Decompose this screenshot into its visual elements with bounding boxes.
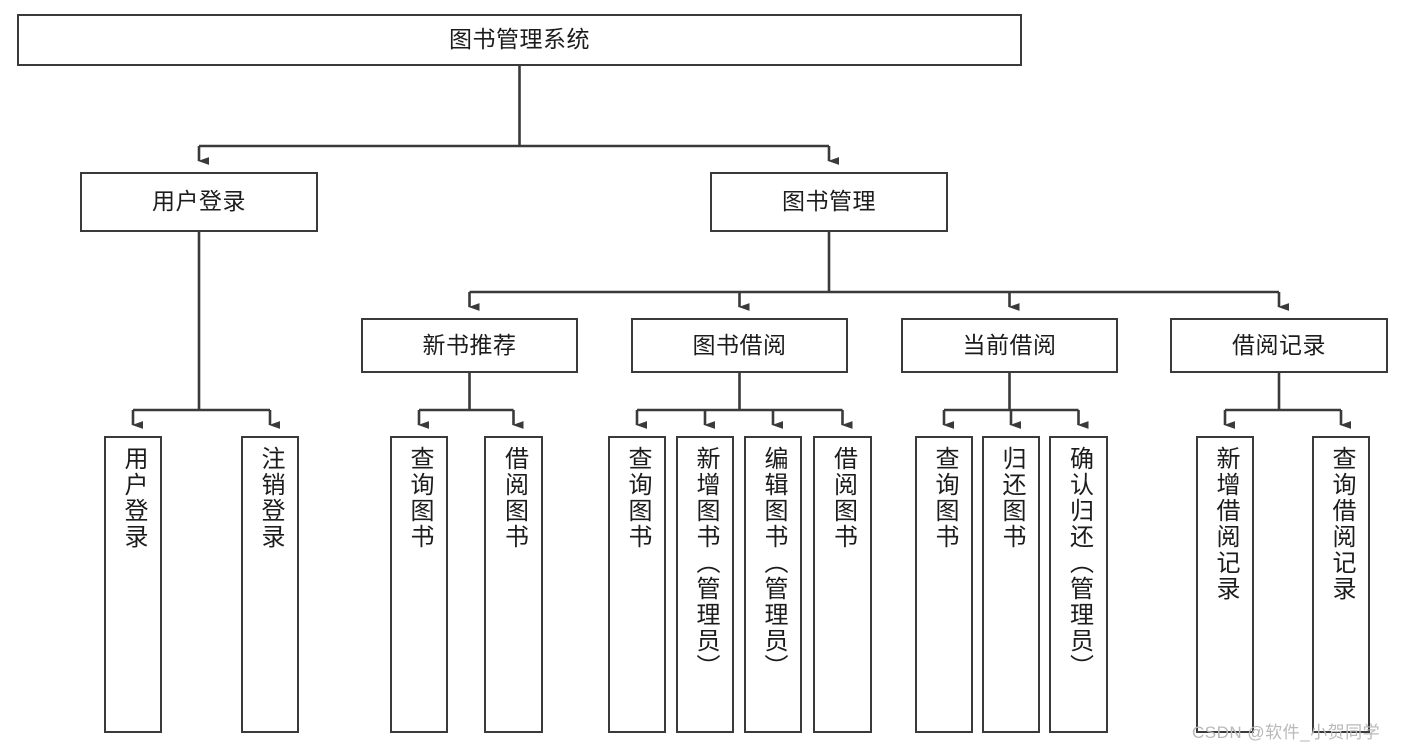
- node-leaf-confirm-return[interactable]: 确认归还（管理员）: [1049, 436, 1108, 733]
- connector-trunk: [419, 373, 514, 412]
- node-borrow-record-label: 借阅记录: [1232, 331, 1326, 358]
- node-leaf-add-book[interactable]: 新增图书（管理员）: [676, 436, 734, 733]
- node-new-book-recommend[interactable]: 新书推荐: [361, 318, 578, 373]
- node-leaf-borrow-book-2[interactable]: 借阅图书: [813, 436, 872, 733]
- node-borrow-record[interactable]: 借阅记录: [1170, 318, 1388, 373]
- node-leaf-confirm-return-label: 确认归还（管理员）: [1065, 446, 1093, 680]
- node-leaf-query-record[interactable]: 查询借阅记录: [1312, 436, 1370, 733]
- node-leaf-query-book-3[interactable]: 查询图书: [915, 436, 973, 733]
- node-leaf-logout[interactable]: 注销登录: [241, 436, 299, 733]
- node-leaf-user-login-label: 用户登录: [120, 446, 147, 550]
- connector-trunk: [944, 373, 1079, 412]
- connector-trunk: [199, 66, 829, 148]
- node-leaf-query-record-label: 查询借阅记录: [1328, 446, 1355, 602]
- node-leaf-query-book-2[interactable]: 查询图书: [608, 436, 666, 733]
- node-book-borrow[interactable]: 图书借阅: [631, 318, 848, 373]
- connector-trunk: [133, 232, 270, 412]
- node-current-borrow[interactable]: 当前借阅: [901, 318, 1118, 373]
- node-leaf-return-book-label: 归还图书: [998, 446, 1025, 550]
- node-leaf-edit-book-label: 编辑图书（管理员）: [760, 446, 787, 680]
- node-book-manage[interactable]: 图书管理: [710, 172, 948, 232]
- node-leaf-query-book-1[interactable]: 查询图书: [390, 436, 448, 733]
- node-leaf-borrow-book-2-label: 借阅图书: [829, 446, 857, 550]
- connector-trunk: [469, 232, 1279, 294]
- node-leaf-edit-book[interactable]: 编辑图书（管理员）: [744, 436, 802, 733]
- node-new-book-recommend-label: 新书推荐: [422, 331, 517, 358]
- node-leaf-query-book-1-label: 查询图书: [406, 446, 433, 550]
- connector-trunk: [637, 373, 843, 412]
- node-leaf-query-book-2-label: 查询图书: [624, 446, 651, 550]
- node-leaf-borrow-book-1[interactable]: 借阅图书: [484, 436, 543, 733]
- node-leaf-borrow-book-1-label: 借阅图书: [500, 446, 528, 550]
- connector-trunk: [1225, 373, 1341, 412]
- node-leaf-add-record[interactable]: 新增借阅记录: [1196, 436, 1254, 733]
- node-leaf-add-record-label: 新增借阅记录: [1212, 446, 1239, 602]
- node-leaf-add-book-label: 新增图书（管理员）: [692, 446, 719, 680]
- node-book-borrow-label: 图书借阅: [692, 331, 787, 358]
- node-leaf-query-book-3-label: 查询图书: [931, 446, 958, 550]
- node-root-label: 图书管理系统: [449, 26, 590, 53]
- node-current-borrow-label: 当前借阅: [962, 331, 1057, 358]
- node-book-manage-label: 图书管理: [782, 188, 876, 215]
- csdn-watermark: CSDN @软件_小贺同学: [1192, 723, 1381, 742]
- node-leaf-return-book[interactable]: 归还图书: [982, 436, 1040, 733]
- node-user-login-label: 用户登录: [152, 188, 246, 215]
- node-user-login[interactable]: 用户登录: [80, 172, 318, 232]
- node-root[interactable]: 图书管理系统: [17, 14, 1022, 66]
- node-leaf-user-login[interactable]: 用户登录: [104, 436, 162, 733]
- node-leaf-logout-label: 注销登录: [257, 446, 284, 550]
